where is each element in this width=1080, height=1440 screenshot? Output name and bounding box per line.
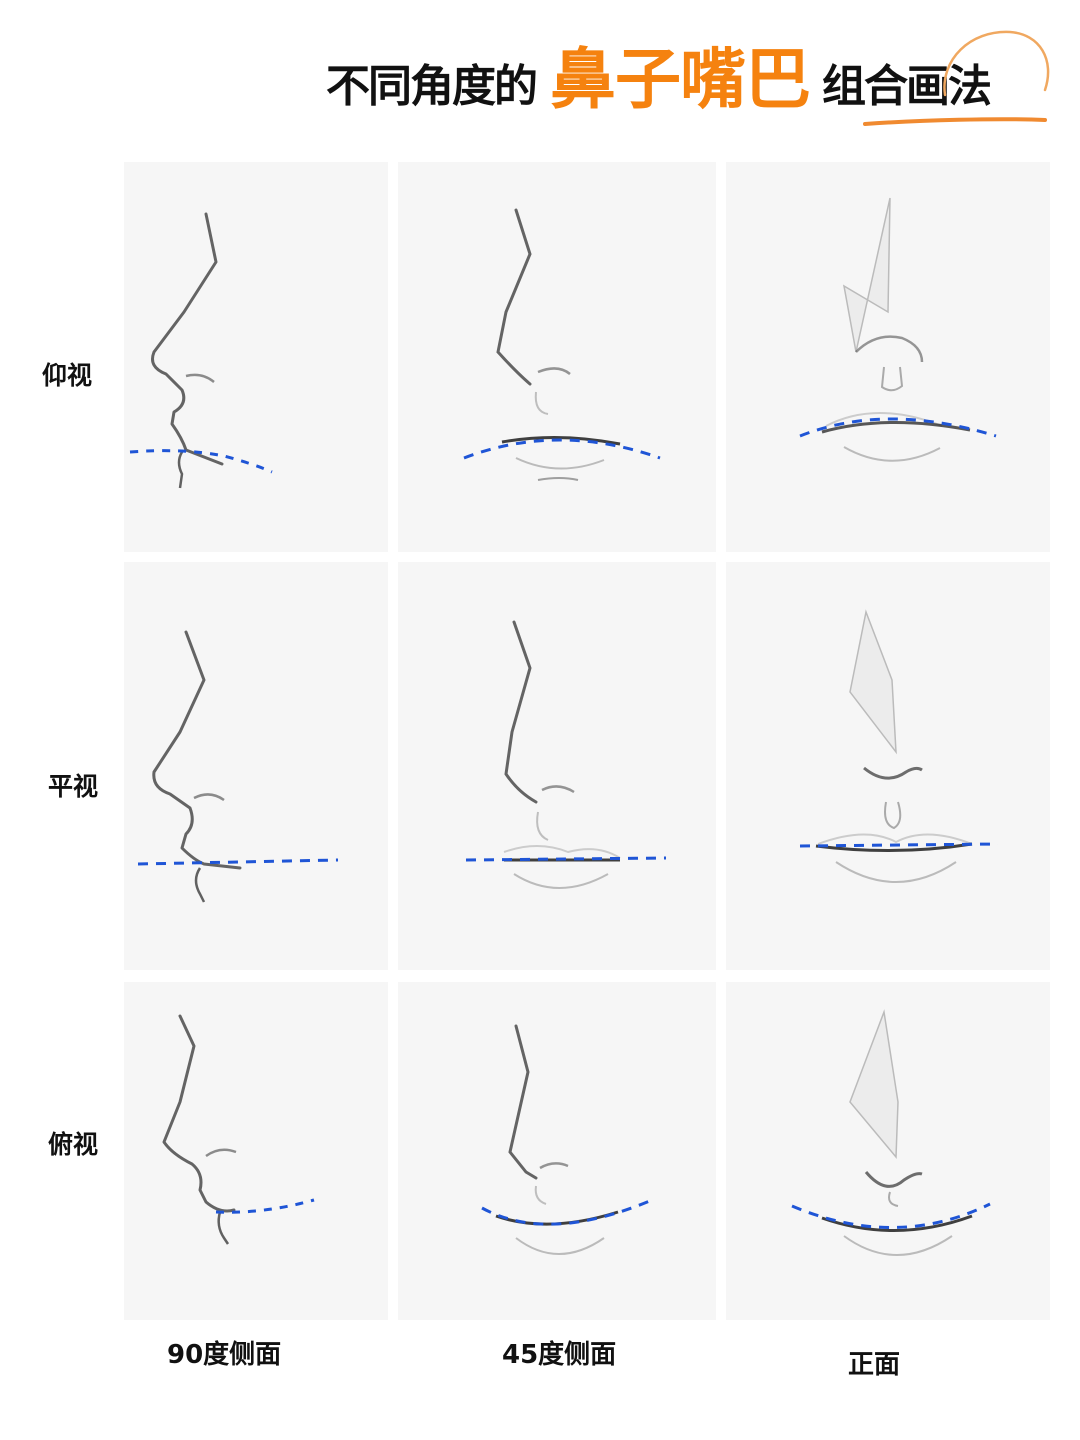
panel-eye-level-90 (124, 562, 388, 970)
row-label-high-angle: 俯视 (48, 1130, 99, 1159)
panel-low-angle-90 (124, 162, 388, 552)
page-title: 不同角度的 鼻子嘴巴 组合画法 (326, 41, 992, 124)
row-label-low-angle: 仰视 (42, 361, 93, 390)
panel-high-angle-front (726, 982, 1050, 1320)
panel-high-angle-45 (398, 982, 716, 1320)
nose-mouth-45-sketch-icon (463, 208, 661, 481)
title-part-3: 组合画法 (822, 61, 992, 112)
col-label-45-side: 45度侧面 (502, 1340, 617, 1370)
nose-mouth-front-sketch-icon (799, 197, 997, 462)
panel-eye-level-45 (398, 562, 716, 970)
title-part-1: 不同角度的 (326, 61, 538, 112)
nose-mouth-front-sketch-icon (799, 609, 999, 883)
nose-mouth-profile-sketch-icon (137, 630, 339, 903)
col-label-front: 正面 (848, 1350, 901, 1380)
nose-mouth-profile-sketch-icon (129, 212, 273, 489)
nose-mouth-45-sketch-icon (465, 620, 667, 889)
nose-mouth-45-sketch-icon (481, 1024, 653, 1255)
panel-low-angle-45 (398, 162, 716, 552)
row-label-eye-level: 平视 (48, 772, 99, 801)
col-label-90-side: 90度侧面 (167, 1340, 282, 1370)
title-circle-decoration-icon (863, 30, 1050, 126)
panel-eye-level-front (726, 562, 1050, 970)
nose-mouth-front-sketch-icon (791, 1009, 991, 1256)
nose-mouth-profile-sketch-icon (162, 1014, 315, 1245)
title-highlight: 鼻子嘴巴 (550, 41, 811, 118)
panel-high-angle-90 (124, 982, 388, 1320)
panel-low-angle-front (726, 162, 1050, 552)
